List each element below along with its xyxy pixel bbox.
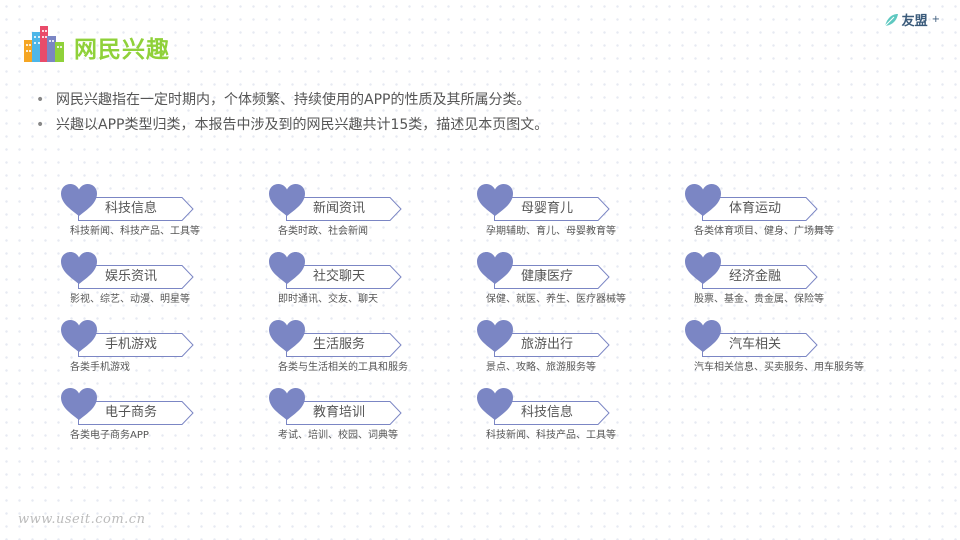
tag-shape bbox=[286, 401, 402, 425]
interest-label: 旅游出行 bbox=[520, 337, 573, 352]
heart-icon bbox=[61, 388, 97, 420]
interest-description: 各类手机游戏 bbox=[70, 362, 130, 373]
interest-label: 科技信息 bbox=[520, 405, 573, 420]
bullet-item: 兴趣以APP类型归类，本报告中涉及到的网民兴趣共计15类，描述见本页图文。 bbox=[36, 113, 548, 138]
heart-icon bbox=[477, 252, 513, 284]
interest-description: 各类时政、社会新闻 bbox=[278, 226, 368, 237]
interest-description: 各类与生活相关的工具和服务 bbox=[278, 362, 408, 373]
heart-icon bbox=[61, 320, 97, 352]
interest-description: 考试、培训、校园、词典等 bbox=[278, 430, 398, 441]
heart-icon bbox=[61, 252, 97, 284]
heart-icon bbox=[269, 252, 305, 284]
intro-bullets: 网民兴趣指在一定时期内，个体频繁、持续使用的APP的性质及其所属分类。 兴趣以A… bbox=[36, 88, 548, 138]
interest-description: 股票、基金、贵金属、保险等 bbox=[694, 294, 824, 305]
tag-shape bbox=[78, 333, 194, 357]
interest-item: 新闻资讯各类时政、社会新闻 bbox=[268, 182, 468, 242]
page-title: 网民兴趣 bbox=[74, 37, 170, 63]
tag-shape bbox=[702, 333, 818, 357]
tag-shape bbox=[494, 265, 610, 289]
interest-label: 社交聊天 bbox=[312, 269, 365, 284]
tag-shape bbox=[494, 401, 610, 425]
tag-shape bbox=[286, 265, 402, 289]
interest-grid: 科技信息科技新闻、科技产品、工具等新闻资讯各类时政、社会新闻母婴育儿孕期辅助、育… bbox=[60, 182, 892, 454]
leaf-icon bbox=[884, 13, 898, 26]
interest-item: 教育培训考试、培训、校园、词典等 bbox=[268, 386, 468, 446]
city-buildings-icon bbox=[24, 26, 64, 62]
interest-label: 娱乐资讯 bbox=[104, 269, 157, 284]
interest-item: 电子商务各类电子商务APP bbox=[60, 386, 260, 446]
brand-logo: 友盟 + bbox=[883, 10, 940, 29]
bullet-item: 网民兴趣指在一定时期内，个体频繁、持续使用的APP的性质及其所属分类。 bbox=[36, 88, 548, 113]
interest-label: 生活服务 bbox=[312, 337, 365, 352]
interest-label: 母婴育儿 bbox=[520, 201, 573, 216]
tag-shape bbox=[702, 265, 818, 289]
interest-item: 健康医疗保健、就医、养生、医疗器械等 bbox=[476, 250, 676, 310]
tag-shape bbox=[286, 333, 402, 357]
heart-icon bbox=[685, 252, 721, 284]
interest-item: 生活服务各类与生活相关的工具和服务 bbox=[268, 318, 468, 378]
tag-shape bbox=[494, 333, 610, 357]
interest-description: 各类电子商务APP bbox=[70, 430, 149, 441]
interest-description: 影视、综艺、动漫、明星等 bbox=[70, 294, 190, 305]
interest-description: 科技新闻、科技产品、工具等 bbox=[486, 430, 616, 441]
interest-label: 手机游戏 bbox=[104, 337, 157, 352]
heart-icon bbox=[61, 184, 97, 216]
watermark: www.useit.com.cn bbox=[18, 512, 146, 527]
heart-icon bbox=[477, 388, 513, 420]
interest-label: 电子商务 bbox=[104, 405, 157, 420]
heart-icon bbox=[477, 184, 513, 216]
tag-shape bbox=[286, 197, 402, 221]
interest-description: 景点、攻略、旅游服务等 bbox=[486, 362, 596, 373]
heart-icon bbox=[685, 184, 721, 216]
interest-item: 手机游戏各类手机游戏 bbox=[60, 318, 260, 378]
interest-item: 社交聊天即时通讯、交友、聊天 bbox=[268, 250, 468, 310]
brand-plus: + bbox=[931, 14, 940, 25]
interest-description: 保健、就医、养生、医疗器械等 bbox=[486, 294, 626, 305]
interest-item: 母婴育儿孕期辅助、育儿、母婴教育等 bbox=[476, 182, 676, 242]
interest-item: 旅游出行景点、攻略、旅游服务等 bbox=[476, 318, 676, 378]
interest-description: 科技新闻、科技产品、工具等 bbox=[70, 226, 200, 237]
tag-shape bbox=[702, 197, 818, 221]
interest-item: 汽车相关汽车相关信息、买卖服务、用车服务等 bbox=[684, 318, 884, 378]
interest-label: 新闻资讯 bbox=[312, 201, 365, 216]
interest-item: 娱乐资讯影视、综艺、动漫、明星等 bbox=[60, 250, 260, 310]
interest-label: 经济金融 bbox=[728, 269, 781, 284]
heart-icon bbox=[477, 320, 513, 352]
interest-item: 体育运动各类体育项目、健身、广场舞等 bbox=[684, 182, 884, 242]
interest-label: 科技信息 bbox=[104, 201, 157, 216]
interest-description: 各类体育项目、健身、广场舞等 bbox=[694, 226, 834, 237]
brand-name: 友盟 bbox=[901, 14, 928, 29]
interest-label: 汽车相关 bbox=[728, 337, 781, 352]
heart-icon bbox=[269, 320, 305, 352]
interest-label: 体育运动 bbox=[728, 201, 781, 216]
tag-shape bbox=[78, 197, 194, 221]
interest-description: 汽车相关信息、买卖服务、用车服务等 bbox=[694, 362, 864, 373]
tag-shape bbox=[78, 401, 194, 425]
heart-icon bbox=[685, 320, 721, 352]
interest-description: 孕期辅助、育儿、母婴教育等 bbox=[486, 226, 616, 237]
interest-item: 经济金融股票、基金、贵金属、保险等 bbox=[684, 250, 884, 310]
interest-item: 科技信息科技新闻、科技产品、工具等 bbox=[476, 386, 676, 446]
heart-icon bbox=[269, 388, 305, 420]
interest-description: 即时通讯、交友、聊天 bbox=[278, 294, 378, 305]
heart-icon bbox=[269, 184, 305, 216]
tag-shape bbox=[78, 265, 194, 289]
interest-label: 教育培训 bbox=[312, 405, 365, 420]
interest-label: 健康医疗 bbox=[520, 269, 573, 284]
tag-shape bbox=[494, 197, 610, 221]
interest-item: 科技信息科技新闻、科技产品、工具等 bbox=[60, 182, 260, 242]
